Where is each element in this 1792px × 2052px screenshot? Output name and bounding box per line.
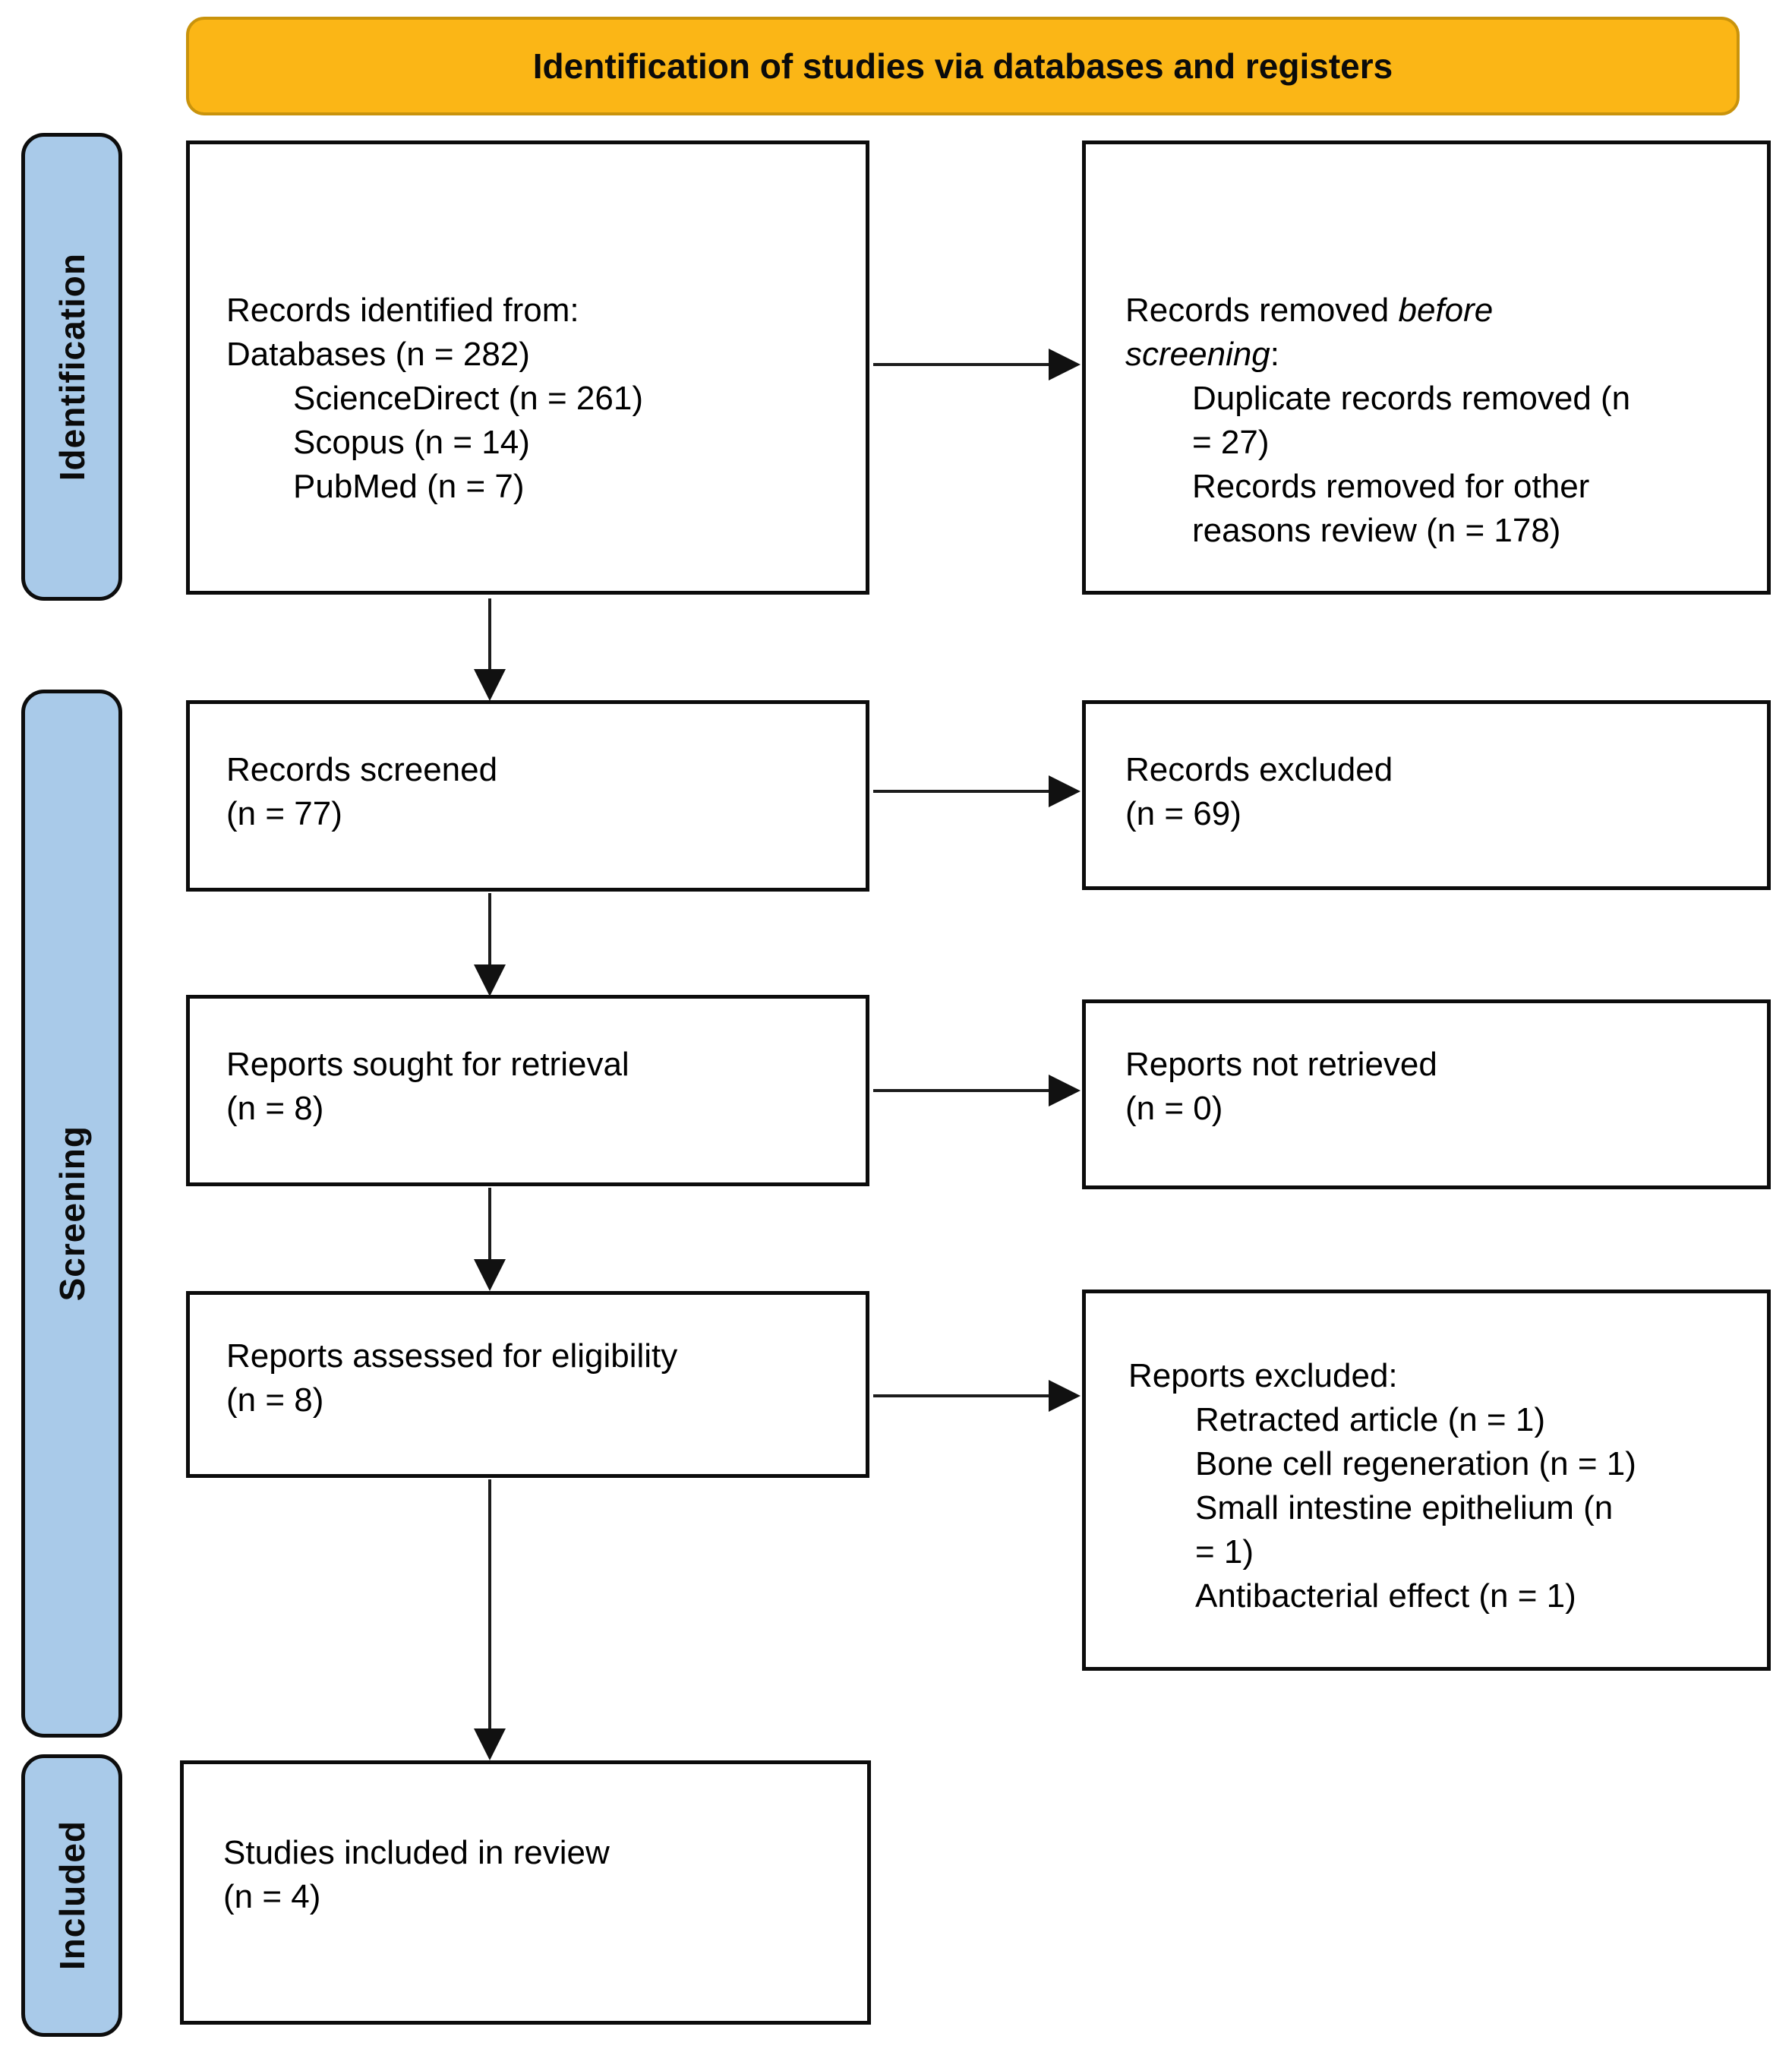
- flow-arrow-down-4-line: [488, 1479, 491, 1730]
- flow-arrow-right-2-head: [1049, 775, 1081, 807]
- box-text-segment: Duplicate records removed (n: [1192, 380, 1631, 417]
- box-text-line: (n = 4): [223, 1875, 852, 1919]
- box-text-line: (n = 69): [1125, 792, 1752, 836]
- box-text-line: reasons review (n = 178): [1192, 509, 1752, 553]
- box-text-segment: Antibacterial effect (n = 1): [1195, 1577, 1576, 1615]
- box-text-line: Bone cell regeneration (n = 1): [1195, 1442, 1752, 1486]
- box-text-line: = 27): [1192, 421, 1752, 465]
- flow-arrow-right-1-line: [873, 363, 1052, 366]
- box-text-segment: PubMed (n = 7): [293, 468, 525, 505]
- box-text-segment: (n = 8): [226, 1381, 324, 1419]
- box-text-segment: Studies included in review: [223, 1834, 610, 1871]
- box-text-line: (n = 77): [226, 792, 850, 836]
- stage-label-included: Included: [52, 1820, 92, 1971]
- box-text-segment: (n = 69): [1125, 795, 1241, 832]
- stage-label-identification: Identification: [52, 252, 92, 481]
- box-text-line: Databases (n = 282): [226, 333, 850, 377]
- box-text-segment: (n = 77): [226, 795, 342, 832]
- box-records-identified: Records identified from: Databases (n = 2…: [186, 140, 869, 595]
- box-reports-excluded: Reports excluded: Retracted article (n = …: [1082, 1290, 1771, 1671]
- box-text-line: Records removed before: [1125, 289, 1752, 333]
- flow-arrow-down-2-head: [474, 964, 506, 996]
- flow-arrow-right-3-line: [873, 1089, 1052, 1092]
- box-text-segment: (n = 8): [226, 1090, 324, 1127]
- box-text-line: Small intestine epithelium (n: [1195, 1486, 1752, 1530]
- box-text-line: Studies included in review: [223, 1831, 852, 1875]
- box-reports-not-retrieved: Reports not retrieved (n = 0): [1082, 999, 1771, 1189]
- box-text-line: screening:: [1125, 333, 1752, 377]
- box-text-line: ScienceDirect (n = 261): [293, 377, 850, 421]
- box-text-line: Records identified from:: [226, 289, 850, 333]
- box-text-line: Records excluded: [1125, 748, 1752, 792]
- box-text-line: (n = 8): [226, 1087, 850, 1131]
- box-text-line: Reports not retrieved: [1125, 1043, 1752, 1087]
- box-text-segment: (n = 0): [1125, 1090, 1223, 1127]
- flow-arrow-down-1-line: [488, 598, 491, 671]
- box-text-segment: Records removed for other: [1192, 468, 1590, 505]
- box-text-segment: screening: [1125, 336, 1270, 373]
- banner-title: Identification of studies via databases …: [532, 46, 1393, 86]
- flow-arrow-down-2-line: [488, 893, 491, 966]
- box-text-segment: = 27): [1192, 424, 1270, 461]
- box-text-segment: Records screened: [226, 751, 498, 788]
- box-text-segment: Records removed: [1125, 292, 1399, 329]
- box-text-segment: ScienceDirect (n = 261): [293, 380, 643, 417]
- box-text-line: Reports excluded:: [1128, 1354, 1752, 1398]
- box-reports-assessed: Reports assessed for eligibility (n = 8): [186, 1291, 869, 1478]
- box-text-line: PubMed (n = 7): [293, 465, 850, 509]
- box-text-segment: (n = 4): [223, 1878, 321, 1915]
- box-reports-sought: Reports sought for retrieval (n = 8): [186, 995, 869, 1186]
- flow-arrow-right-2-line: [873, 790, 1052, 793]
- box-text-line: Scopus (n = 14): [293, 421, 850, 465]
- box-text-line: Retracted article (n = 1): [1195, 1398, 1752, 1442]
- box-text-line: (n = 0): [1125, 1087, 1752, 1131]
- box-text-segment: Reports assessed for eligibility: [226, 1337, 678, 1375]
- box-text-segment: Reports sought for retrieval: [226, 1046, 629, 1083]
- box-text-line: (n = 8): [226, 1378, 850, 1422]
- box-text-segment: = 1): [1195, 1533, 1254, 1571]
- box-text-segment: Reports not retrieved: [1125, 1046, 1437, 1083]
- stage-label-screening: Screening: [52, 1125, 92, 1302]
- flow-arrow-right-1-head: [1049, 349, 1081, 380]
- stage-bar-included: Included: [21, 1754, 122, 2037]
- box-studies-included: Studies included in review (n = 4): [180, 1760, 871, 2025]
- box-text-line: Reports assessed for eligibility: [226, 1334, 850, 1378]
- flow-arrow-down-3-head: [474, 1259, 506, 1291]
- box-text-line: Records removed for other: [1192, 465, 1752, 509]
- box-records-screened: Records screened (n = 77): [186, 700, 869, 892]
- flow-arrow-right-4-head: [1049, 1380, 1081, 1412]
- box-text-segment: :: [1270, 336, 1280, 373]
- box-text-segment: reasons review (n = 178): [1192, 512, 1561, 549]
- box-text-line: Records screened: [226, 748, 850, 792]
- flow-arrow-down-4-head: [474, 1728, 506, 1760]
- flow-arrow-down-1-head: [474, 669, 506, 701]
- stage-bar-identification: Identification: [21, 133, 122, 601]
- box-text-segment: Records excluded: [1125, 751, 1393, 788]
- box-text-line: Reports sought for retrieval: [226, 1043, 850, 1087]
- box-text-segment: Bone cell regeneration (n = 1): [1195, 1445, 1636, 1482]
- box-records-excluded: Records excluded (n = 69): [1082, 700, 1771, 890]
- box-text-segment: before: [1398, 292, 1494, 329]
- box-text-line: = 1): [1195, 1530, 1752, 1574]
- stage-bar-screening: Screening: [21, 690, 122, 1738]
- box-text-segment: Databases (n = 282): [226, 336, 530, 373]
- flow-arrow-right-3-head: [1049, 1075, 1081, 1107]
- box-text-segment: Small intestine epithelium (n: [1195, 1489, 1614, 1526]
- banner-identification-via-databases: Identification of studies via databases …: [186, 17, 1740, 115]
- box-text-segment: Records identified from:: [226, 292, 579, 329]
- flow-arrow-down-3-line: [488, 1188, 491, 1261]
- box-text-segment: Retracted article (n = 1): [1195, 1401, 1545, 1438]
- box-text-line: Antibacterial effect (n = 1): [1195, 1574, 1752, 1618]
- box-text-segment: Reports excluded:: [1128, 1357, 1398, 1394]
- flow-arrow-right-4-line: [873, 1394, 1052, 1397]
- box-text-line: Duplicate records removed (n: [1192, 377, 1752, 421]
- box-text-segment: Scopus (n = 14): [293, 424, 530, 461]
